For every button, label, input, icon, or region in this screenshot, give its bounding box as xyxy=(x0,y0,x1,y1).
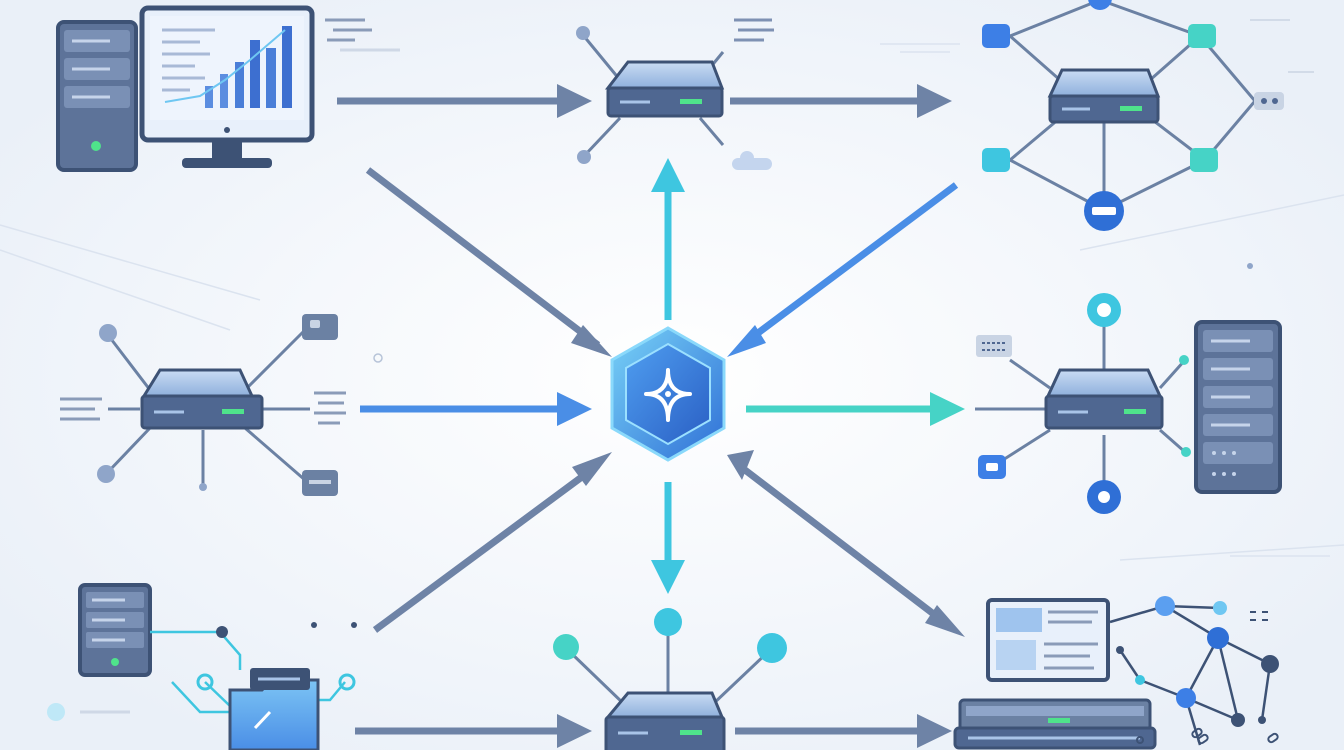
arrow-hub-laptop-bidirectional xyxy=(727,450,965,637)
arrows xyxy=(337,84,965,748)
analytics-monitor-icon[interactable] xyxy=(139,5,315,168)
server-rack-icon[interactable] xyxy=(78,583,152,677)
laptop-icon[interactable] xyxy=(953,598,1157,750)
arrow-monitor-to-hub xyxy=(365,167,612,357)
decoration-dashes xyxy=(1250,611,1268,621)
text-lines-decoration xyxy=(60,391,346,425)
arrow-hub-to-router-top xyxy=(651,158,685,320)
decoration-dot xyxy=(1247,263,1253,269)
central-hub-hexagon-icon[interactable] xyxy=(610,326,726,462)
arrow-folder-to-router-bottom xyxy=(355,714,592,748)
faint-background-lines xyxy=(0,43,1344,561)
decoration-dot xyxy=(311,622,317,628)
network-router-icon[interactable] xyxy=(576,26,725,164)
arrow-cluster-to-hub xyxy=(727,182,959,357)
network-node-cluster[interactable] xyxy=(982,0,1284,231)
decoration-dashes xyxy=(1250,19,1314,73)
arrow-hub-to-router-right xyxy=(746,392,965,426)
network-router-icon[interactable] xyxy=(553,608,787,750)
cloud-icon xyxy=(732,151,772,170)
folder-icon[interactable] xyxy=(228,668,320,750)
arrow-router-bottom-to-laptop xyxy=(735,714,952,748)
text-lines-decoration xyxy=(325,18,400,52)
network-router-icon[interactable] xyxy=(975,293,1191,514)
node-graph[interactable] xyxy=(1109,596,1279,746)
decoration-dot xyxy=(216,626,228,638)
server-rack-icon[interactable] xyxy=(56,20,138,172)
link-chain-icon xyxy=(1136,727,1279,745)
network-router-icon[interactable] xyxy=(97,314,338,496)
text-lines-decoration xyxy=(734,18,774,42)
decoration-dot xyxy=(338,673,356,691)
server-rack-icon[interactable] xyxy=(1194,320,1282,494)
decoration-dot xyxy=(373,353,383,363)
arrow-monitor-to-router-top xyxy=(337,84,592,118)
decoration-dot xyxy=(47,703,65,721)
arrow-router-left-to-hub xyxy=(360,392,592,426)
arrow-hub-to-router-bottom xyxy=(651,482,685,594)
arrow-folder-to-hub xyxy=(372,452,612,633)
decoration-dot xyxy=(351,622,357,628)
decoration-dot xyxy=(196,673,214,691)
arrow-router-top-to-cluster xyxy=(730,84,952,118)
